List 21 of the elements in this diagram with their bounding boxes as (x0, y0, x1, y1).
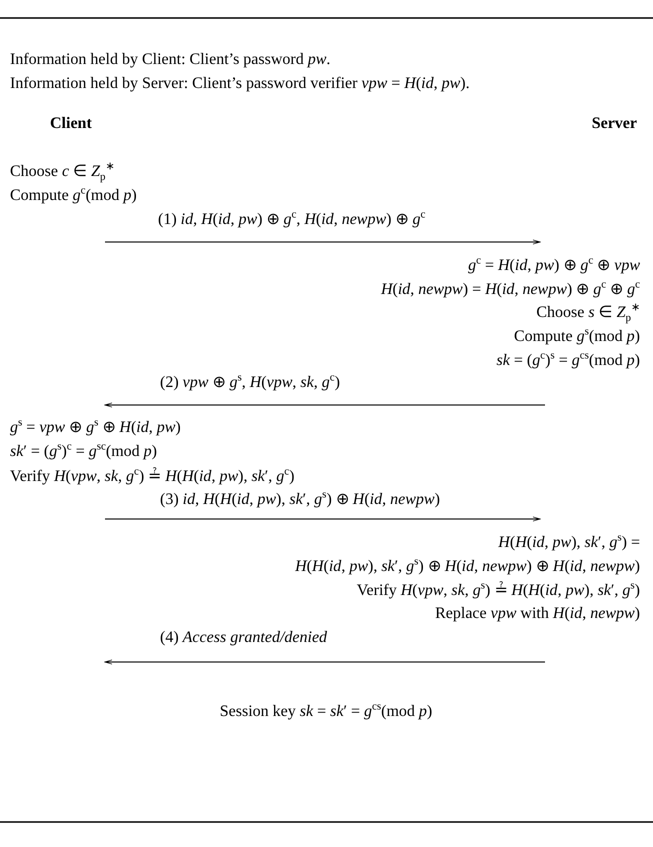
message-label: (1) id, H(id, pw) ⊕ g$^{c}$, H(id, newpw) ⊕ g$^{c}$ (158, 210, 426, 230)
step-text: H(H(id, pw), sk′, g$^{s}$) = (498, 533, 640, 553)
step-text: Replace vpw with H(id, newpw) (435, 604, 640, 624)
party-heading: Server (592, 114, 637, 134)
step-text: Compute g$^{s}$(mod p) (514, 327, 640, 347)
party-heading: Client (50, 114, 92, 134)
step-text: g$^{s}$ = vpw ⊕ g$^{s}$ ⊕ H(id, pw) (10, 418, 181, 438)
message-label: (3) id, H(H(id, pw), sk′, g$^{s}$) ⊕ H(id, newpw) (160, 490, 440, 510)
step-text: sk′ = (g$^{s}$)$^{c}$ = g$^{sc}$(mod p) (10, 442, 157, 462)
step-text: g$^{c}$ = H(id, pw) ⊕ g$^{c}$ ⊕ vpw (468, 256, 640, 276)
step-text: Compute g$^{c}$(mod p) (10, 186, 137, 206)
info-text: Information held by Server: Client’s password verifier vpw = H(id, pw). (10, 74, 470, 94)
message-label: (4) Access granted/denied (160, 628, 328, 648)
message-label: (2) vpw ⊕ g$^{s}$, H(vpw, sk, g$^{c}$) (160, 373, 340, 393)
step-text: Verify H(vpw, sk, g$^{c}$) ≟ H(H(id, pw), sk′, g$^{c}$) (10, 467, 294, 487)
step-text: sk = (g$^{c}$)$^{s}$ = g$^{cs}$(mod p) (496, 351, 640, 371)
info-text: Information held by Client: Client’s password pw. (10, 50, 330, 70)
step-text: H(id, newpw) = H(id, newpw) ⊕ g$^{c}$ ⊕ g$^{c}$ (380, 280, 640, 300)
step-text: H(H(id, pw), sk′, g$^{s}$) ⊕ H(id, newpw) ⊕ H(id, newpw) (295, 557, 640, 577)
step-text: Verify H(vpw, sk, g$^{s}$) ≟ H(H(id, pw), sk′, g$^{s}$) (356, 581, 640, 601)
session-key-text: Session key sk = sk′ = g$^{cs}$(mod p) (220, 702, 432, 722)
